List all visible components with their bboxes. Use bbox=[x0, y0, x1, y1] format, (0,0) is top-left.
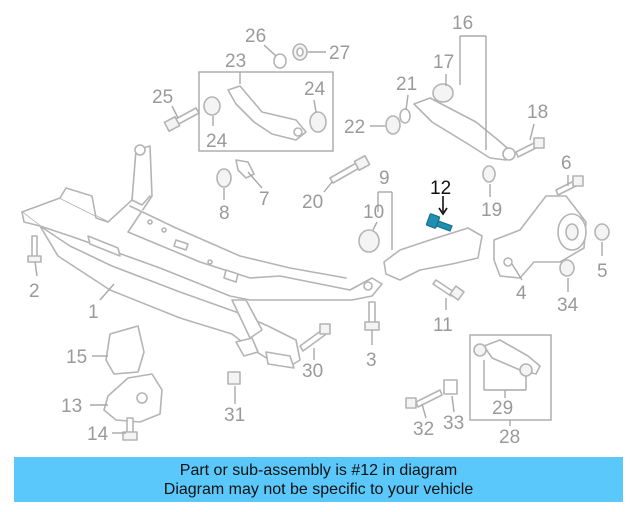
part-18-bolt bbox=[515, 137, 545, 158]
callout-16: 16 bbox=[452, 13, 473, 34]
rear-subframe bbox=[21, 144, 383, 369]
part-4-knuckle bbox=[493, 195, 587, 279]
callout-33: 33 bbox=[443, 413, 464, 434]
callout-26: 26 bbox=[245, 26, 266, 47]
callout-7: 7 bbox=[259, 189, 270, 210]
part-3-bolt bbox=[364, 301, 380, 331]
callout-labels: 1 2 3 4 5 6 7 8 9 10 11 12 13 14 15 16 1… bbox=[29, 13, 608, 448]
part-16-upper-arm bbox=[413, 83, 516, 161]
part-19-bushing bbox=[482, 165, 496, 183]
part-26-ring bbox=[273, 53, 287, 69]
part-29-arm bbox=[473, 339, 541, 377]
part-20-bolt bbox=[329, 154, 371, 184]
part-27-bushing bbox=[292, 43, 308, 61]
notice-banner: Part or sub-assembly is #12 in diagram D… bbox=[14, 457, 623, 502]
part-25-bolt bbox=[163, 107, 200, 133]
part-14-bolt bbox=[122, 417, 138, 441]
part-9-lower-arm bbox=[358, 227, 483, 281]
part-33-plate bbox=[443, 379, 458, 395]
part-32-bolt bbox=[405, 389, 443, 409]
callout-5: 5 bbox=[597, 261, 608, 282]
part-8-bushing bbox=[216, 168, 232, 188]
callout-10: 10 bbox=[363, 202, 384, 223]
part-22-bushing bbox=[385, 115, 401, 135]
callout-15: 15 bbox=[66, 347, 87, 368]
callout-3: 3 bbox=[366, 350, 377, 371]
callout-27: 27 bbox=[329, 43, 350, 64]
callout-1: 1 bbox=[88, 302, 99, 323]
callout-12: 12 bbox=[430, 178, 451, 199]
part-23-arm bbox=[203, 85, 327, 141]
callout-29: 29 bbox=[492, 398, 513, 419]
part-31-nut bbox=[227, 371, 241, 385]
leader-lines bbox=[34, 35, 603, 434]
callout-30: 30 bbox=[302, 361, 323, 382]
callout-31: 31 bbox=[224, 405, 245, 426]
banner-line-2: Diagram may not be specific to your vehi… bbox=[163, 481, 474, 498]
part-15-mount bbox=[105, 325, 145, 375]
callout-20: 20 bbox=[302, 192, 323, 213]
part-11-bolt bbox=[432, 279, 465, 301]
part-30-bolt bbox=[299, 323, 331, 352]
part-13-bracket bbox=[103, 373, 163, 423]
callout-6: 6 bbox=[561, 153, 572, 174]
callout-8: 8 bbox=[219, 203, 230, 224]
callout-21: 21 bbox=[396, 74, 417, 95]
banner-line-1: Part or sub-assembly is #12 in diagram bbox=[179, 462, 458, 479]
callout-11: 11 bbox=[433, 315, 453, 336]
callout-17: 17 bbox=[433, 52, 454, 73]
callout-14: 14 bbox=[87, 424, 109, 445]
callout-25: 25 bbox=[152, 87, 173, 108]
part-6-bolt bbox=[555, 175, 584, 196]
callout-32: 32 bbox=[413, 419, 434, 440]
callout-9: 9 bbox=[379, 168, 390, 189]
callout-24b: 24 bbox=[304, 79, 326, 100]
callout-23: 23 bbox=[225, 51, 246, 72]
callout-4: 4 bbox=[516, 283, 527, 304]
part-5-bushing bbox=[594, 223, 610, 241]
callout-34: 34 bbox=[557, 295, 579, 316]
callout-24a: 24 bbox=[206, 131, 228, 152]
part-23-box bbox=[198, 71, 334, 152]
callout-2: 2 bbox=[29, 281, 40, 302]
callout-22: 22 bbox=[344, 117, 365, 138]
callout-28: 28 bbox=[499, 427, 520, 448]
part-12-bolt-highlighted[interactable] bbox=[425, 213, 453, 232]
callout-18: 18 bbox=[527, 102, 548, 123]
part-21-ring bbox=[399, 108, 411, 124]
callout-13: 13 bbox=[61, 396, 82, 417]
callout-19: 19 bbox=[481, 200, 502, 221]
part-2-bolt bbox=[27, 235, 42, 263]
part-34-bushing bbox=[559, 259, 575, 277]
